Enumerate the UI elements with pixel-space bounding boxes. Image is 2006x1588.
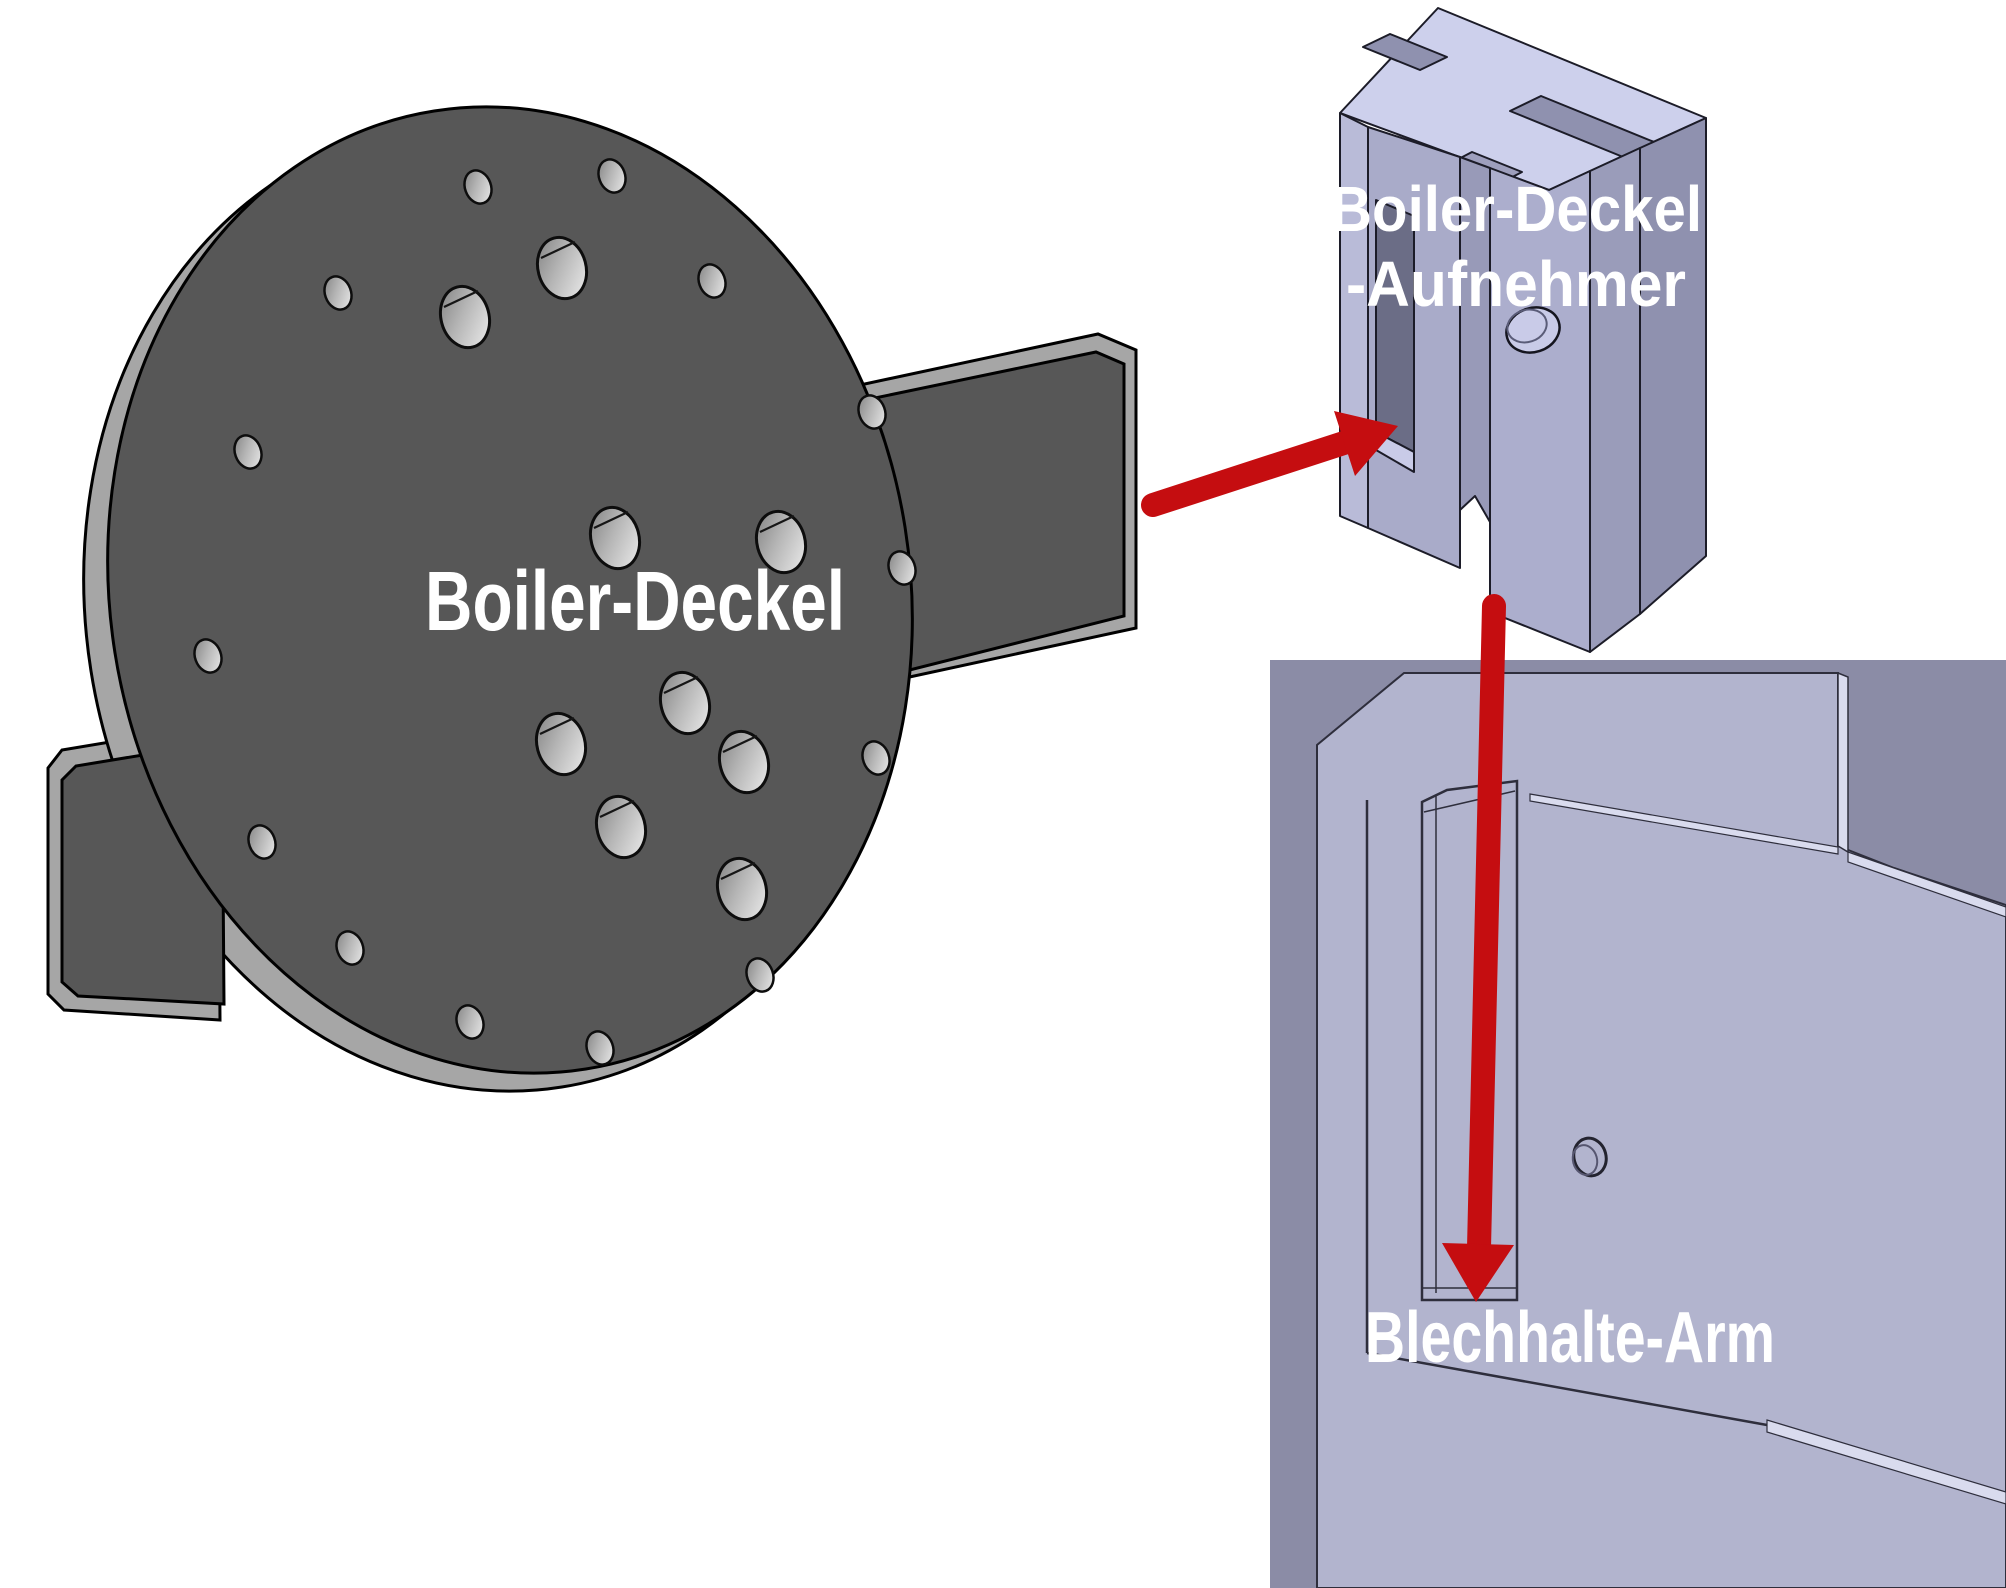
arm-step-chamfer — [1766, 1419, 2006, 1505]
assembly-arrows — [1141, 411, 1514, 1302]
disc-hole — [754, 509, 808, 575]
arm-wing-chamfer — [1847, 851, 2006, 918]
disc-rim-holes — [193, 158, 917, 1066]
disc-hole — [861, 740, 891, 776]
disc-hole — [597, 158, 627, 194]
disc-bolt-holes — [438, 235, 808, 922]
disc-hole — [717, 729, 771, 795]
disc-hole — [247, 824, 277, 860]
aufnehmer-top-left-notch — [1362, 33, 1448, 71]
disc-hole — [715, 856, 769, 922]
arm-fold-edge — [1837, 671, 1849, 854]
disc-hole — [534, 711, 588, 777]
disc-hole — [594, 794, 648, 860]
disc-hole — [857, 394, 887, 430]
arrow-receiver-to-arm — [1442, 594, 1514, 1302]
arrow-shaft — [1467, 594, 1506, 1260]
boiler-deckel-label: Boiler-Deckel — [425, 554, 845, 648]
disc-hole — [323, 275, 353, 311]
disc-hole — [535, 235, 589, 301]
boiler-deckel-aufnehmer-part: Boiler-Deckel -Aufnehmer — [1330, 7, 1707, 653]
disc-hole — [745, 957, 775, 993]
disc-hole — [588, 505, 642, 571]
disc-hole — [193, 638, 223, 674]
disc-hole — [585, 1030, 615, 1066]
arm-hole — [1571, 1136, 1608, 1178]
blechhalte-arm-label: Blechhalte-Arm — [1365, 1298, 1775, 1378]
arrow-disc-to-receiver — [1141, 411, 1398, 517]
aufnehmer-right-side-face — [1639, 117, 1707, 615]
aufnehmer-hole — [1505, 306, 1561, 354]
disc-hole — [887, 550, 917, 586]
arrow-shaft — [1141, 429, 1362, 517]
arm-pocket-ridge — [1529, 793, 1839, 855]
aufnehmer-label-line1: Boiler-Deckel — [1330, 173, 1702, 245]
disc-hole — [233, 434, 263, 470]
blechhalte-arm-panel: Blechhalte-Arm — [1270, 660, 2006, 1588]
disc-hole — [455, 1004, 485, 1040]
boiler-deckel-part: Boiler-Deckel — [46, 105, 1138, 1093]
aufnehmer-center-groove — [1459, 156, 1491, 523]
disc-hole — [463, 169, 493, 205]
arrow-head-icon — [1442, 1243, 1514, 1302]
arm-pocket-bottom-edge — [1366, 1351, 1768, 1427]
aufnehmer-label-line2: -Aufnehmer — [1346, 248, 1686, 320]
disc-hole — [697, 263, 727, 299]
disc-hole — [658, 670, 712, 736]
disc-face — [106, 105, 914, 1075]
disc-hole — [335, 930, 365, 966]
arrow-head-icon — [1334, 411, 1398, 476]
disc-hole — [438, 284, 492, 350]
